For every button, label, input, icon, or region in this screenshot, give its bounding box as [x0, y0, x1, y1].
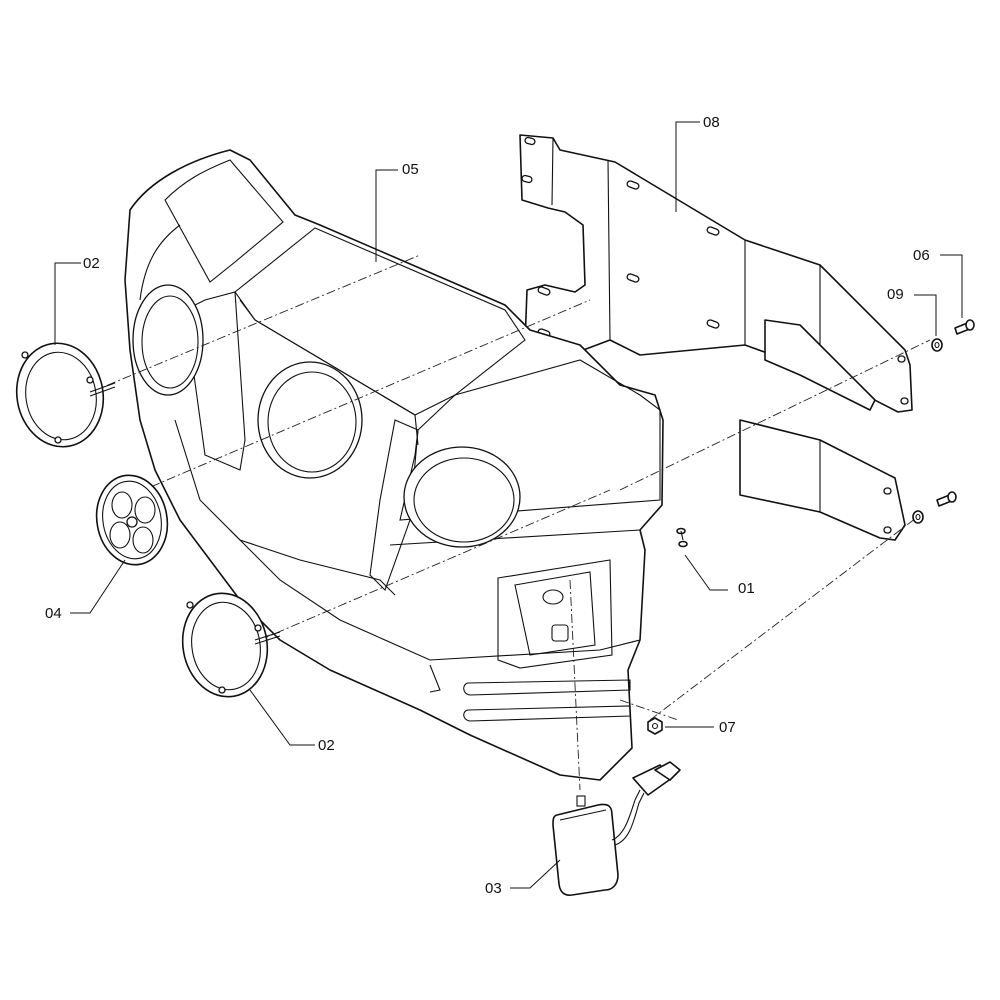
callout-06: 06: [913, 247, 930, 264]
screw-01: [676, 527, 688, 548]
callout-04: 04: [45, 605, 62, 622]
callout-02-upper: 02: [83, 255, 100, 272]
mounting-bracket-08: [519, 134, 913, 541]
callout-07: 07: [719, 719, 736, 736]
trim-ring-02-lower: [181, 592, 281, 698]
switch-recess: [497, 559, 613, 669]
bolt-06: [936, 319, 975, 507]
callout-03: 03: [485, 880, 502, 897]
assembly-axes: [59, 254, 931, 791]
nut-07: [647, 717, 663, 735]
callout-02-lower: 02: [318, 737, 335, 754]
callout-09: 09: [887, 286, 904, 303]
bracket-slots: [521, 136, 909, 534]
lower-grille-slots: [463, 679, 631, 722]
speaker-04: [95, 474, 169, 566]
speaker-openings: [132, 284, 521, 548]
leader-lines: [54, 121, 963, 889]
pod-housing-05: [124, 149, 664, 781]
callout-08: 08: [703, 114, 720, 131]
control-module-03: [552, 761, 681, 896]
callout-05: 05: [402, 161, 419, 178]
trim-ring-02-upper: [15, 342, 116, 448]
callout-01: 01: [738, 580, 755, 597]
washer-09: [912, 338, 943, 524]
